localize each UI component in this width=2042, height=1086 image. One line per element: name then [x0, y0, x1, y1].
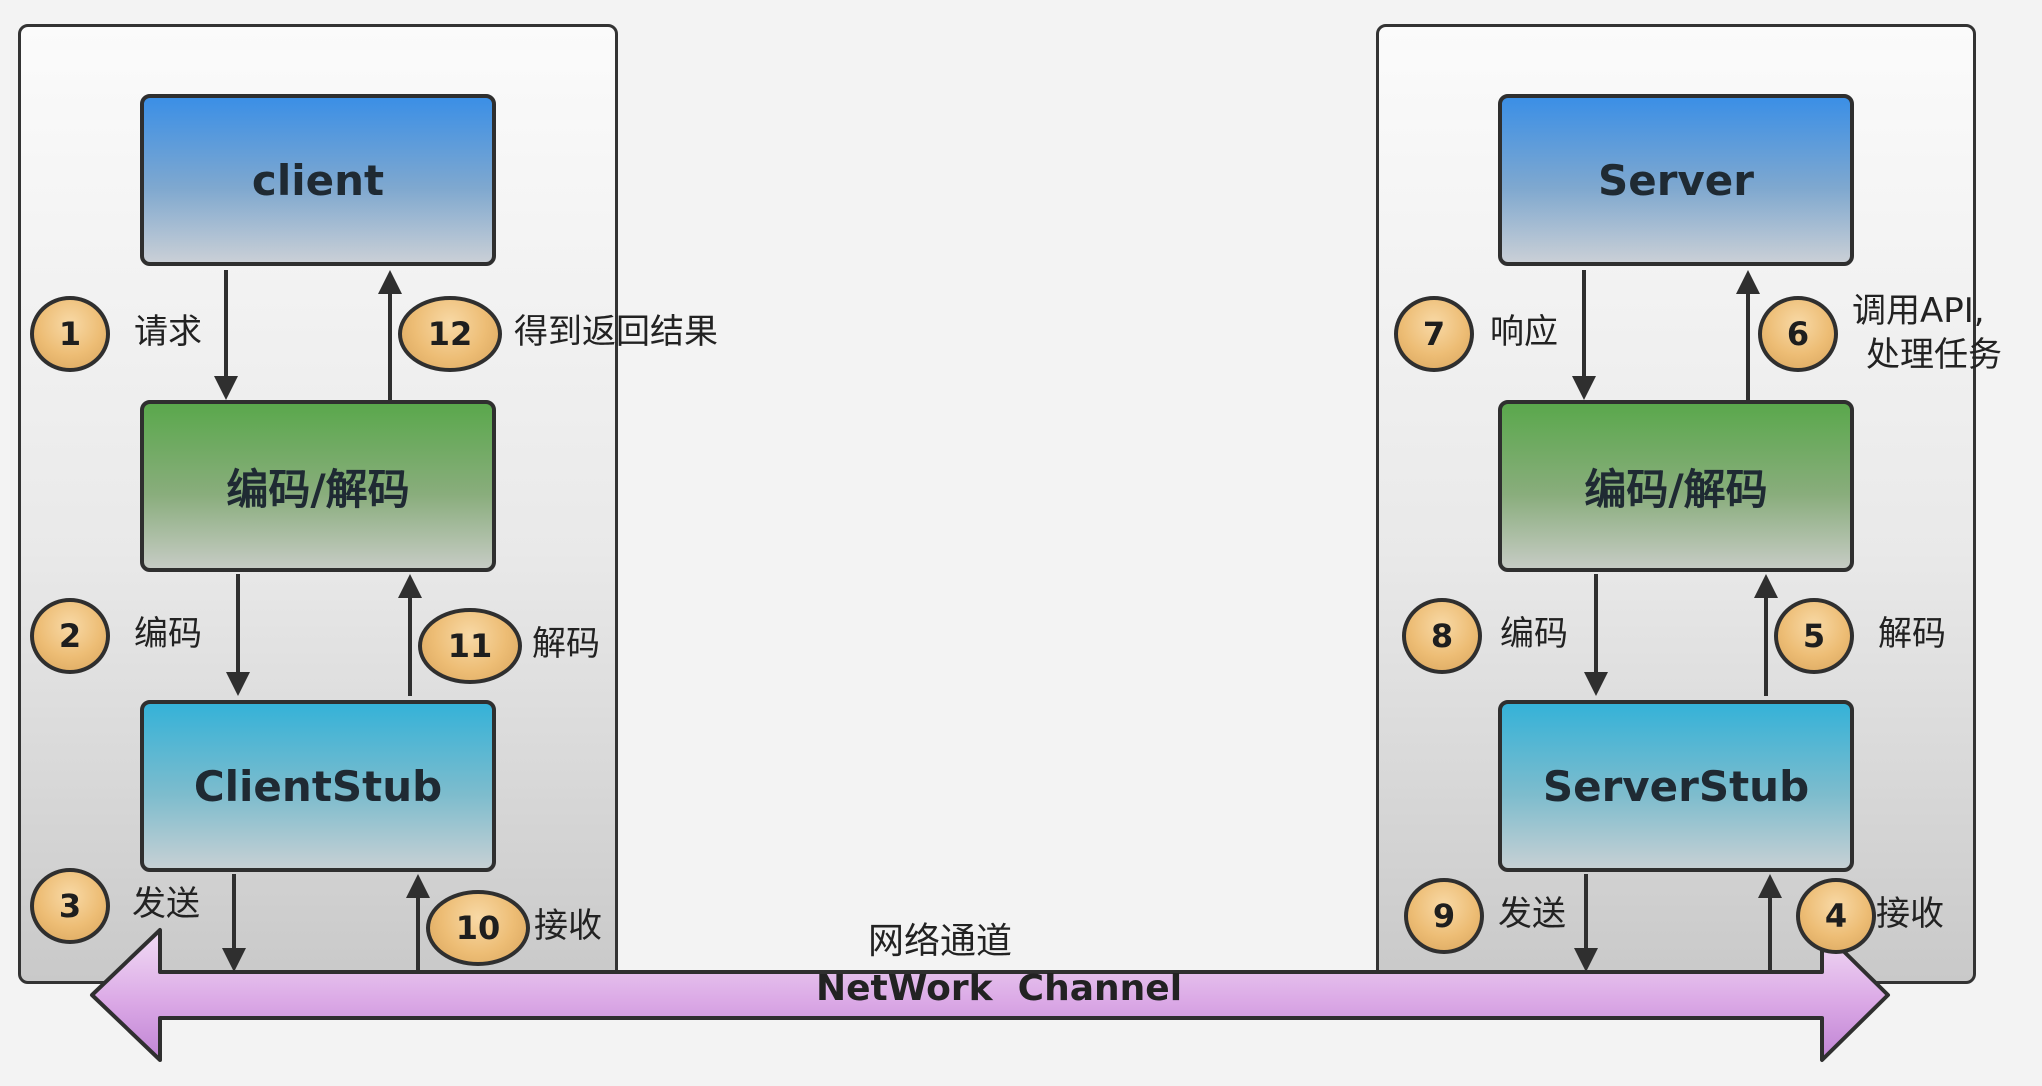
network-channel-arrow [90, 928, 1890, 1062]
step-badge-2: 2 [30, 598, 110, 674]
step-label-12: 得到返回结果 [514, 312, 718, 352]
step-label-5: 解码 [1878, 614, 1946, 654]
step-badge-11: 11 [418, 608, 522, 684]
step-badge-8: 8 [1402, 598, 1482, 674]
server-codec-box: 编码/解码 [1498, 400, 1854, 572]
clientstub-box: ClientStub [140, 700, 496, 872]
step-badge-4: 4 [1796, 878, 1876, 954]
step-badge-12: 12 [398, 296, 502, 372]
step-label-6-line1: 调用API, [1852, 291, 1985, 331]
client-box: client [140, 94, 496, 266]
step-label-11: 解码 [532, 624, 600, 664]
step-badge-10: 10 [426, 890, 530, 966]
network-channel-label: NetWork Channel [816, 968, 1183, 1009]
step-label-1: 请求 [134, 312, 202, 352]
server-box: Server [1498, 94, 1854, 266]
step-label-7: 响应 [1490, 312, 1558, 352]
step-label-6-line2: 处理任务 [1866, 335, 2002, 375]
step-label-3: 发送 [132, 884, 200, 924]
step-label-4: 接收 [1876, 894, 1944, 934]
step-label-8: 编码 [1500, 614, 1568, 654]
client-codec-box: 编码/解码 [140, 400, 496, 572]
step-badge-5: 5 [1774, 598, 1854, 674]
step-badge-6: 6 [1758, 296, 1838, 372]
network-channel-title: 网络通道 [868, 921, 1013, 962]
step-label-2: 编码 [134, 614, 202, 654]
step-badge-9: 9 [1404, 878, 1484, 954]
step-label-10: 接收 [534, 906, 602, 946]
step-badge-7: 7 [1394, 296, 1474, 372]
step-badge-3: 3 [30, 868, 110, 944]
step-badge-1: 1 [30, 296, 110, 372]
step-label-9: 发送 [1498, 894, 1566, 934]
serverstub-box: ServerStub [1498, 700, 1854, 872]
